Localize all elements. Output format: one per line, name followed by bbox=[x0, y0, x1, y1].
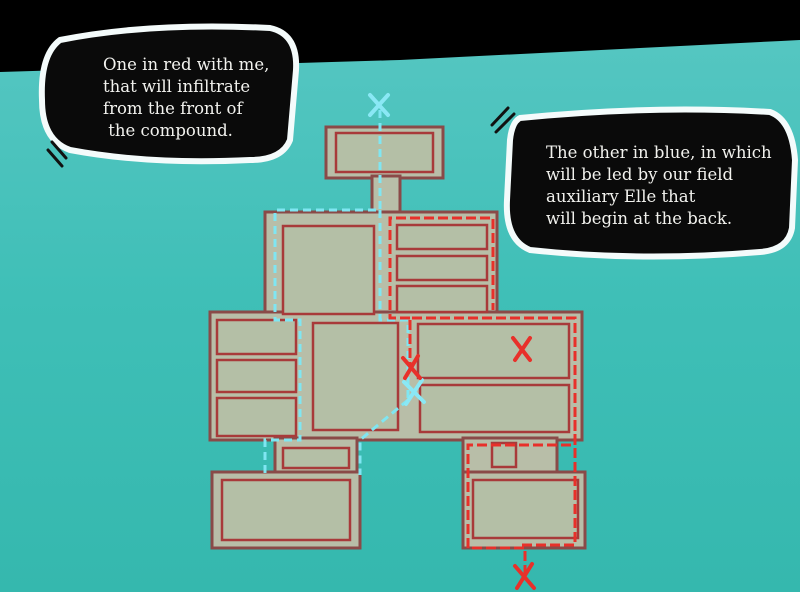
speech-text-right: The other in blue, in which will be led … bbox=[546, 143, 772, 228]
blue-x-marker-icon bbox=[368, 93, 426, 406]
speech-bubble-left bbox=[38, 23, 300, 165]
speech-text-left: One in red with me, that will infiltrate… bbox=[103, 55, 270, 140]
floor-plan-rooms bbox=[215, 131, 580, 542]
red-route bbox=[388, 216, 577, 575]
motion-lines bbox=[46, 106, 516, 168]
blue-route bbox=[263, 110, 410, 475]
speech-bubble-right bbox=[503, 106, 799, 260]
red-x-marker-icon bbox=[401, 336, 536, 590]
